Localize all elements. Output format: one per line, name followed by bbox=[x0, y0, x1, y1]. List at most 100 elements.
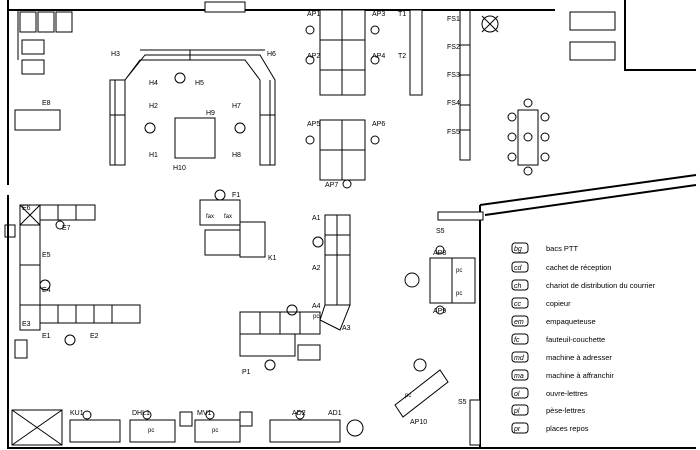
legend: bg bacs PTT cd cachet de réception ch ch… bbox=[511, 242, 656, 434]
label-fs1: FS1 bbox=[447, 16, 460, 23]
label-k1: K1 bbox=[268, 255, 277, 262]
label-h3: H3 bbox=[111, 51, 120, 58]
label-h7: H7 bbox=[232, 103, 241, 110]
pc-label-ap10: pc bbox=[405, 393, 411, 399]
label-fs2: FS2 bbox=[447, 44, 460, 51]
label-ap1: AP1 bbox=[307, 11, 320, 18]
label-h6: H6 bbox=[267, 51, 276, 58]
legend-code: ch bbox=[514, 283, 522, 290]
cabinets-top-right bbox=[569, 11, 616, 61]
legend-label: pèse-lettres bbox=[546, 406, 585, 415]
fax-label-2: fax bbox=[224, 214, 232, 220]
label-e1: E1 bbox=[42, 333, 51, 340]
label-h4: H4 bbox=[149, 80, 158, 87]
legend-row: fc fauteuil-couchette bbox=[511, 333, 605, 345]
equipment-texts: fax fax pc pc pc pc pc pc bbox=[148, 214, 462, 434]
label-f1: F1 bbox=[232, 192, 240, 199]
label-fs4: FS4 bbox=[447, 100, 460, 107]
ap10-workstation bbox=[346, 358, 449, 437]
legend-row: cc copieur bbox=[511, 297, 571, 309]
ap8-ap9-workstations bbox=[404, 245, 476, 315]
label-mv1: MV1 bbox=[197, 410, 212, 417]
label-ap8: AP8 bbox=[433, 250, 446, 257]
label-h1: H1 bbox=[149, 152, 158, 159]
legend-code: md bbox=[514, 355, 525, 362]
label-e2: E2 bbox=[90, 333, 99, 340]
legend-label: bacs PTT bbox=[546, 244, 579, 253]
legend-label: cachet de réception bbox=[546, 263, 611, 272]
fs-shelving bbox=[459, 9, 471, 161]
storage-top-left bbox=[14, 11, 73, 131]
label-ap4: AP4 bbox=[372, 53, 385, 60]
label-dhl1: DHL1 bbox=[132, 410, 150, 417]
label-ap3: AP3 bbox=[372, 11, 385, 18]
legend-label: places repos bbox=[546, 424, 589, 433]
label-ad1: AD1 bbox=[328, 410, 342, 417]
legend-row: ma machine à affranchir bbox=[511, 369, 614, 381]
label-p1: P1 bbox=[242, 369, 251, 376]
label-a2: A2 bbox=[312, 265, 321, 272]
legend-row: em empaqueteuse bbox=[511, 315, 596, 327]
label-t2: T2 bbox=[398, 53, 406, 60]
label-h8: H8 bbox=[232, 152, 241, 159]
bottom-counters bbox=[11, 409, 341, 446]
label-e3: E3 bbox=[22, 321, 31, 328]
legend-row: pl pèse-lettres bbox=[511, 404, 585, 416]
legend-label: ouvre-lettres bbox=[546, 389, 588, 398]
legend-code: em bbox=[514, 319, 524, 326]
label-h2: H2 bbox=[149, 103, 158, 110]
pc-label-ap8: pc bbox=[456, 268, 462, 274]
pc-label-mv1: pc bbox=[212, 428, 218, 434]
label-e6: E6 bbox=[22, 205, 31, 212]
legend-code: pl bbox=[513, 408, 520, 415]
fax-label-1: fax bbox=[206, 214, 214, 220]
legend-label: fauteuil-couchette bbox=[546, 335, 605, 344]
legend-code: ma bbox=[514, 373, 524, 380]
legend-code: cc bbox=[514, 301, 522, 308]
label-h9: H9 bbox=[206, 110, 215, 117]
label-ap2: AP2 bbox=[307, 53, 320, 60]
label-a4: A4 bbox=[312, 303, 321, 310]
legend-code: cd bbox=[514, 265, 523, 272]
ap-desks-top bbox=[305, 9, 423, 189]
fax-and-k1-area bbox=[199, 189, 266, 258]
legend-code: ol bbox=[514, 391, 520, 398]
label-h5: H5 bbox=[195, 80, 204, 87]
h-workstation-cluster bbox=[109, 49, 276, 166]
legend-label: chariot de distribution du courrier bbox=[546, 281, 656, 290]
legend-code: pr bbox=[513, 426, 521, 433]
pc-label-ap9: pc bbox=[456, 291, 462, 297]
pc-label-dhl1: pc bbox=[148, 428, 154, 434]
label-ap10: AP10 bbox=[410, 419, 427, 426]
e-workstation-cluster bbox=[14, 204, 141, 359]
label-e8: E8 bbox=[42, 100, 51, 107]
label-ku1: KU1 bbox=[70, 410, 84, 417]
legend-row: pr places repos bbox=[511, 422, 589, 434]
legend-label: empaqueteuse bbox=[546, 317, 596, 326]
label-s5-top: S5 bbox=[436, 228, 445, 235]
legend-row: ol ouvre-lettres bbox=[511, 387, 588, 399]
label-fs5: FS5 bbox=[447, 129, 460, 136]
label-h10: H10 bbox=[173, 165, 186, 172]
plant-and-meeting-table bbox=[481, 15, 550, 176]
label-ad2: AD2 bbox=[292, 410, 306, 417]
legend-label: machine à adresser bbox=[546, 353, 612, 362]
legend-row: bg bacs PTT bbox=[511, 242, 579, 254]
building-walls bbox=[4, 0, 697, 449]
legend-row: ch chariot de distribution du courrier bbox=[511, 279, 656, 291]
legend-code: fc bbox=[514, 337, 520, 344]
label-e7: E7 bbox=[62, 225, 71, 232]
label-ap5: AP5 bbox=[307, 121, 320, 128]
label-a3: A3 bbox=[342, 325, 351, 332]
legend-row: md machine à adresser bbox=[511, 351, 612, 363]
label-fs3: FS3 bbox=[447, 72, 460, 79]
label-e4: E4 bbox=[42, 287, 51, 294]
label-t1: T1 bbox=[398, 11, 406, 18]
legend-label: copieur bbox=[546, 299, 571, 308]
label-e5: E5 bbox=[42, 252, 51, 259]
label-ap6: AP6 bbox=[372, 121, 385, 128]
a-workstation-cluster bbox=[239, 214, 351, 371]
label-s5-bottom: S5 bbox=[458, 399, 467, 406]
legend-label: machine à affranchir bbox=[546, 371, 614, 380]
